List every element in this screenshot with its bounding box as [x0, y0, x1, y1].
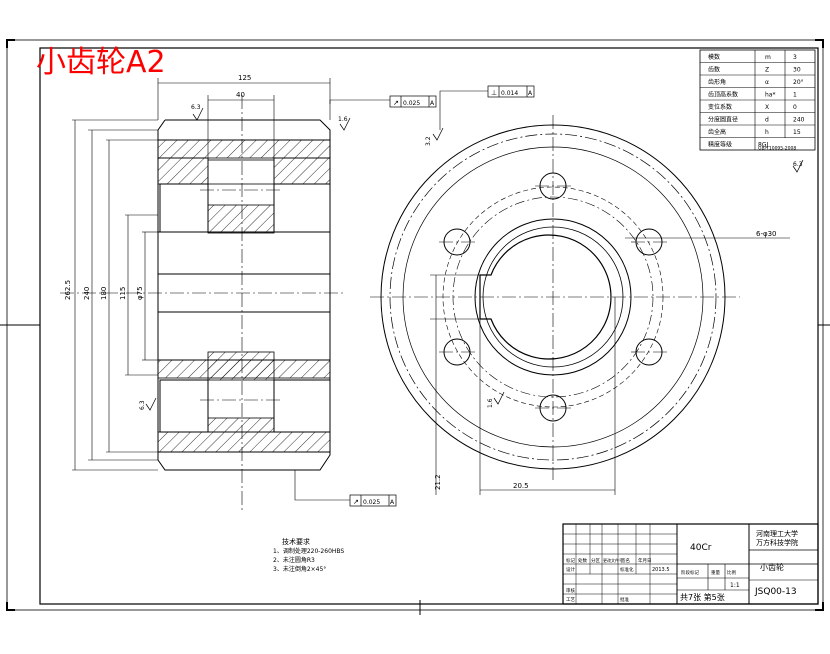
- dim-dia-bore: φ75: [136, 286, 144, 300]
- section-hatching: [157, 139, 331, 453]
- dim-key-depth: 21.2: [434, 474, 442, 490]
- tb-header: 分区: [591, 557, 600, 564]
- roughness-value: 1.6: [487, 398, 494, 408]
- svg-text:⊥: ⊥: [491, 89, 497, 97]
- param-symbol: d: [765, 117, 769, 124]
- tolerance-frame-top-right: ⊥ 0.014 A: [439, 85, 535, 130]
- ratio-label: 比例: [727, 569, 736, 576]
- param-name: 齿形角: [708, 78, 726, 86]
- drawing-frame: [0, 39, 830, 615]
- gear-parameter-table: 模数 m 3 齿数 Z 30 齿形角 α 20° 齿顶高系数 ha* 1 变位系数 X 0 分度圆直径 d 240…: [699, 49, 816, 152]
- param-value: GB/T10095-2008: [758, 146, 796, 152]
- school-line1: 河南理工大学: [756, 529, 798, 538]
- material: 40Cr: [690, 543, 712, 553]
- dim-key-width: 20.5: [513, 482, 529, 490]
- dim-dia-outer: 262.5: [64, 280, 72, 300]
- design-label: 设计: [566, 566, 575, 573]
- drawing-number: JSQ00-13: [754, 587, 797, 597]
- svg-text:0.025: 0.025: [403, 100, 420, 107]
- tb-header: 更改文件号: [603, 557, 623, 563]
- approve-label: 批准: [620, 596, 629, 603]
- tech-req-item: 1、调制处理220-260HBS: [273, 547, 344, 555]
- dim-dia-180: 180: [100, 287, 108, 300]
- svg-text:↗: ↗: [393, 99, 399, 107]
- drawing-title: 小齿轮A2: [36, 45, 166, 80]
- roughness-value: 6.3: [139, 400, 146, 410]
- tb-header: 签名: [621, 557, 630, 564]
- dim-dia-115: 115: [119, 287, 127, 300]
- roughness-value: 3.2: [425, 136, 432, 146]
- param-value: 3: [793, 54, 797, 61]
- tb-header: 处数: [578, 557, 587, 564]
- school-line2: 万方科技学院: [756, 538, 798, 547]
- section-view: [60, 78, 390, 510]
- param-value: 20°: [793, 79, 804, 86]
- svg-text:A: A: [430, 100, 435, 107]
- dim-bolt-holes: 6-φ30: [756, 230, 777, 238]
- param-name: 分度圆直径: [708, 116, 738, 124]
- param-symbol: 8GJ: [758, 142, 768, 149]
- roughness-value: 6.3: [793, 161, 803, 168]
- title-block-text: 40Cr 河南理工大学 万方科技学院 小齿轮 JSQ00-13 1:1 共7张 …: [566, 529, 798, 603]
- tech-req-title: 技术要求: [282, 537, 310, 546]
- param-symbol: ha*: [765, 92, 775, 99]
- param-symbol: h: [765, 129, 769, 136]
- scale: 1:1: [730, 582, 740, 589]
- param-name: 精度等级: [708, 141, 732, 149]
- tolerance-frame-top-left: ↗ 0.025 A: [389, 95, 437, 108]
- param-symbol: Z: [765, 67, 769, 74]
- title-block: [562, 523, 819, 605]
- param-value: 240: [793, 117, 805, 124]
- dim-dia-240: 240: [83, 287, 91, 300]
- technical-requirements: 技术要求 1、调制处理220-260HBS 2、未注圆角R3 3、未注倒角2×4…: [273, 537, 344, 573]
- audit-label: 审核: [566, 587, 575, 594]
- param-value: 30: [793, 67, 801, 74]
- tech-req-item: 3、未注倒角2×45°: [273, 565, 326, 573]
- front-view: [370, 115, 790, 495]
- param-value: 15: [793, 129, 801, 136]
- param-name: 齿顶高系数: [708, 91, 738, 99]
- param-symbol: X: [765, 104, 769, 111]
- dim-overall-width: 125: [238, 74, 251, 82]
- std-label: 标准化: [620, 566, 634, 573]
- param-name: 齿全高: [708, 128, 726, 136]
- stage-label: 阶段标记: [681, 569, 699, 576]
- param-name: 模数: [708, 53, 720, 61]
- param-symbol: α: [765, 79, 769, 86]
- svg-text:A: A: [390, 499, 395, 506]
- param-value: 0: [793, 104, 797, 111]
- tb-header: 标记: [566, 557, 575, 564]
- param-name: 齿数: [708, 66, 720, 74]
- roughness-symbols: [145, 107, 804, 411]
- weight-label: 重量: [711, 569, 720, 576]
- roughness-value: 6.3: [191, 104, 201, 111]
- param-name: 变位系数: [708, 103, 732, 111]
- part-name: 小齿轮: [760, 562, 784, 572]
- svg-text:0.014: 0.014: [501, 90, 518, 97]
- svg-text:A: A: [528, 90, 533, 97]
- tolerance-frame-bottom: ↗ 0.025 A: [349, 494, 397, 507]
- date: 2013.5: [652, 567, 670, 573]
- param-value: 1: [793, 92, 797, 99]
- process-label: 工艺: [566, 597, 575, 603]
- tb-header: 年月日: [638, 557, 652, 564]
- dim-hub-width: 40: [236, 91, 245, 99]
- tech-req-item: 2、未注圆角R3: [273, 556, 315, 564]
- sheet-count: 共7张 第5张: [680, 592, 725, 602]
- roughness-value: 1.6: [338, 116, 348, 123]
- param-symbol: m: [765, 54, 771, 61]
- svg-text:↗: ↗: [353, 498, 359, 506]
- svg-text:0.025: 0.025: [363, 499, 380, 506]
